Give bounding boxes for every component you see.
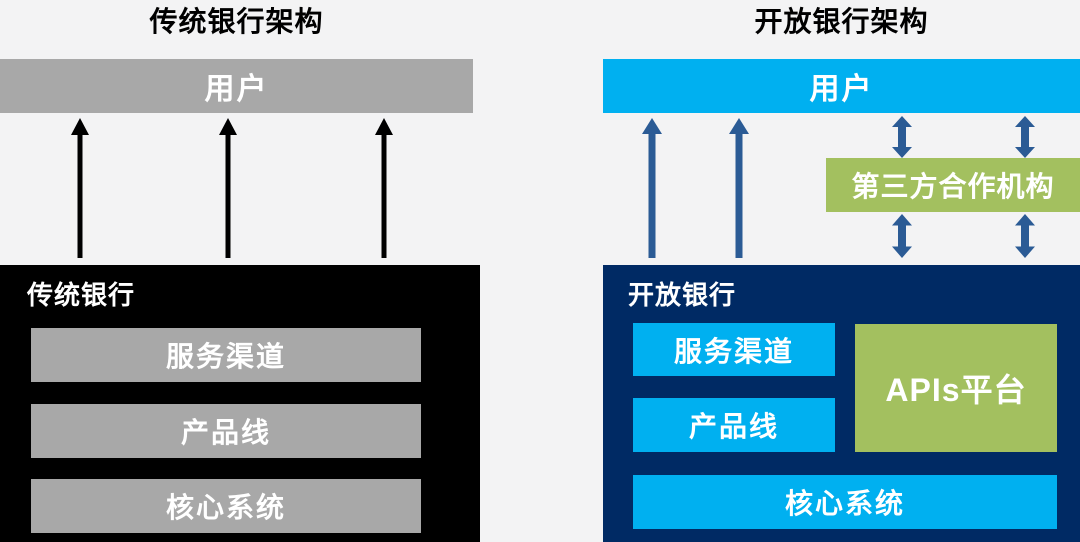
left-layer-core-system: 核心系统 [31, 479, 421, 533]
right-layer-core-system: 核心系统 [633, 475, 1057, 529]
left-architecture-title: 传统银行架构 [149, 6, 324, 37]
right-layer-service-channels: 服务渠道 [633, 323, 835, 376]
left-layer-product-lines: 产品线 [31, 404, 421, 458]
up-arrow-icon [728, 118, 750, 258]
left-user-bar: 用户 [0, 59, 473, 113]
apis-platform-box: APIs平台 [855, 324, 1057, 452]
double-arrow-icon [891, 214, 913, 258]
right-architecture-title: 开放银行架构 [754, 6, 929, 37]
open-bank-box: 开放银行 服务渠道 产品线 APIs平台 核心系统 [603, 265, 1080, 542]
open-bank-label: 开放银行 [628, 280, 737, 310]
left-layer-service-channels: 服务渠道 [31, 328, 421, 382]
traditional-bank-box: 传统银行 服务渠道 产品线 核心系统 [0, 265, 480, 542]
up-arrow-icon [373, 118, 395, 258]
up-arrow-icon [641, 118, 663, 258]
up-arrow-icon [217, 118, 239, 258]
double-arrow-icon [891, 116, 913, 158]
third-party-partners-bar: 第三方合作机构 [826, 158, 1080, 212]
double-arrow-icon [1014, 116, 1036, 158]
up-arrow-icon [69, 118, 91, 258]
traditional-bank-label: 传统银行 [27, 280, 136, 310]
double-arrow-icon [1014, 214, 1036, 258]
right-user-bar: 用户 [603, 59, 1080, 113]
right-layer-product-lines: 产品线 [633, 398, 835, 452]
